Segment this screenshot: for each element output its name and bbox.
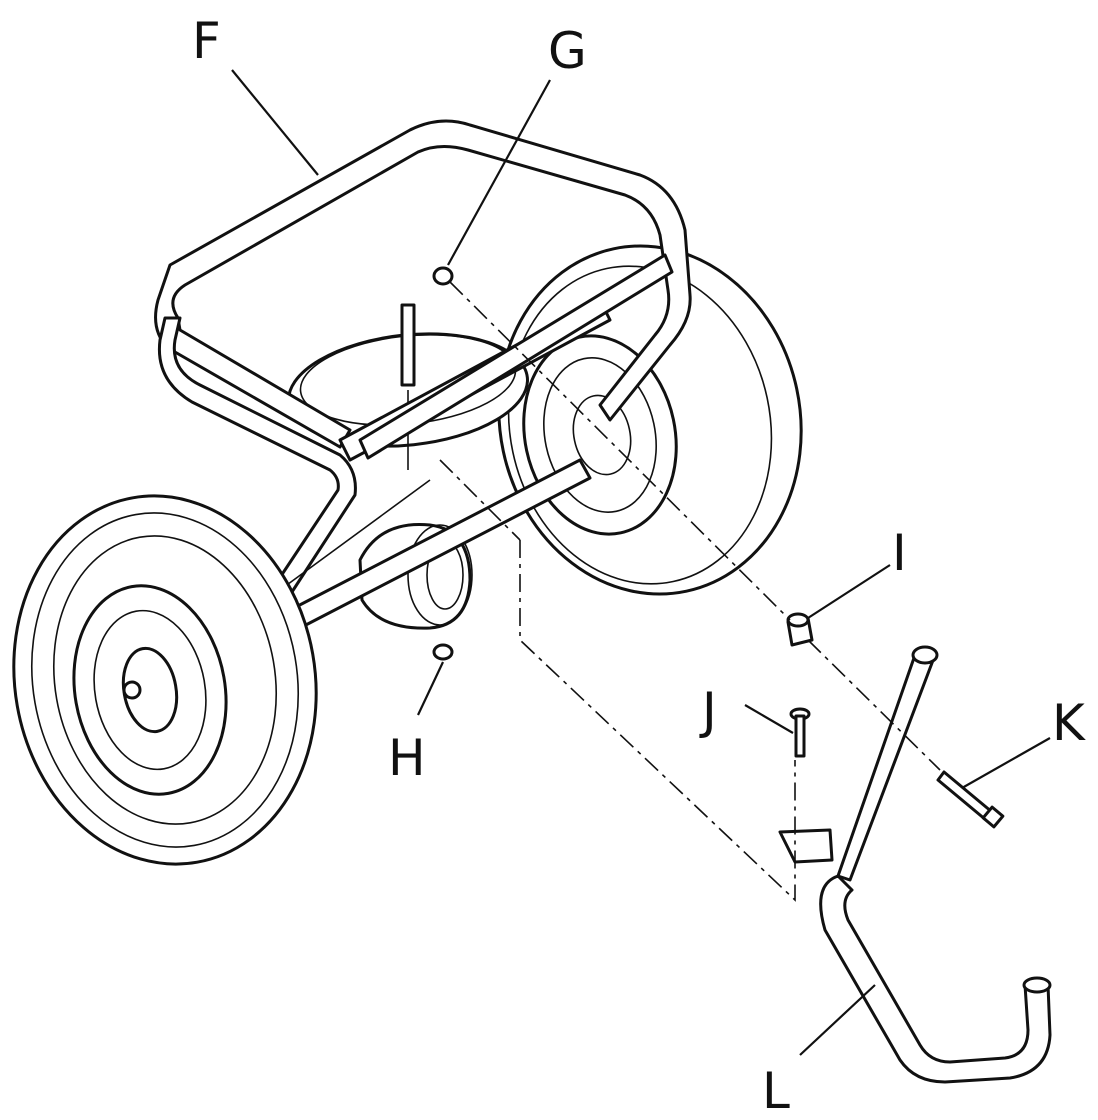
leader-k: [961, 737, 1051, 789]
leader-g: [447, 79, 551, 266]
assembly-lines: [439, 281, 941, 902]
label-k: K: [1052, 694, 1086, 752]
hopper-frame: [154, 119, 692, 597]
part-k-bolt: [936, 770, 1005, 829]
leader-i: [807, 564, 891, 619]
part-i-spacer: [786, 612, 814, 647]
left-wheel: [12, 494, 318, 866]
part-l-handle: [778, 645, 1052, 1084]
leader-j: [744, 704, 794, 734]
label-i: I: [892, 524, 907, 582]
label-h: H: [388, 729, 426, 787]
leader-h: [417, 661, 444, 716]
leader-f: [231, 69, 319, 176]
label-f: F: [192, 12, 221, 70]
leader-lines: [231, 69, 1051, 1056]
label-l: L: [762, 1062, 790, 1120]
part-h-nut: [432, 643, 454, 661]
label-j: J: [699, 682, 717, 740]
label-g: G: [548, 22, 587, 80]
part-g-nut: [432, 266, 454, 286]
leader-l: [799, 984, 876, 1056]
part-j-bolt: [789, 707, 811, 758]
